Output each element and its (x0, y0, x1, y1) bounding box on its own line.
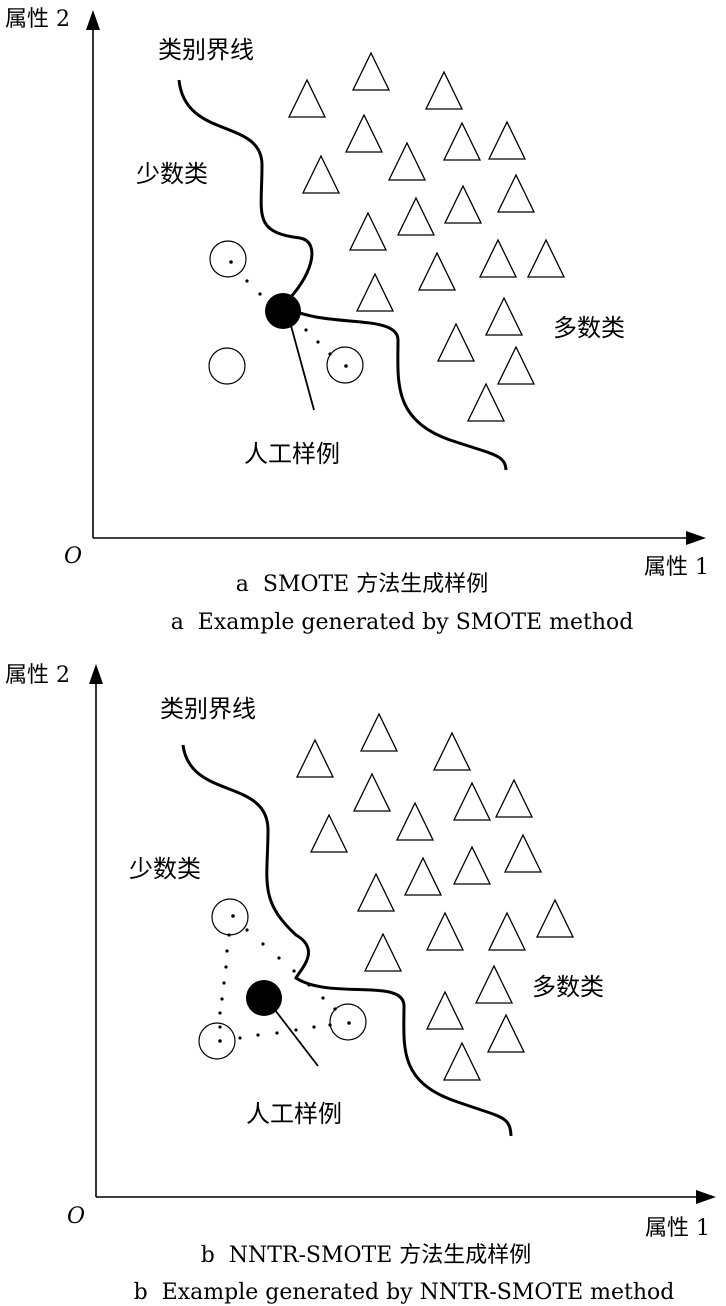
majority-triangle (396, 196, 436, 236)
panel-b-majority-triangles (295, 712, 575, 1081)
panel-a: 属性 2 属性 1 O (5, 7, 709, 635)
minority-sample-center (231, 914, 235, 918)
panel-b-interpolation-region (218, 928, 337, 1040)
majority-triangle (352, 772, 392, 812)
minority-sample-center (229, 260, 233, 264)
majority-triangle (432, 731, 472, 771)
panel-a-synthetic-pointer (289, 321, 315, 411)
panel-b-boundary-label: 类别界线 (160, 695, 256, 723)
panel-a-boundary-label: 类别界线 (158, 36, 254, 64)
panel-b-class-boundary (181, 744, 513, 1137)
minority-sample-center (218, 1039, 222, 1043)
panel-b-synthetic-label: 人工样例 (246, 1100, 342, 1128)
majority-triangle (356, 872, 396, 912)
panel-b-minority-label: 少数类 (129, 855, 201, 883)
majority-triangle (359, 712, 399, 752)
majority-triangle (287, 78, 327, 118)
majority-triangle (452, 781, 492, 821)
panel-b-x-axis-arrow-icon (696, 1190, 716, 1204)
majority-triangle (442, 121, 482, 161)
majority-triangle (387, 141, 427, 181)
panel-a-majority-triangles (287, 51, 566, 422)
panel-a-y-axis-arrow-icon (86, 10, 100, 30)
majority-triangle (436, 322, 476, 362)
panel-a-synthetic-sample (265, 293, 301, 329)
majority-triangle (442, 1041, 482, 1081)
panel-b-synthetic-pointer (274, 1009, 319, 1067)
panel-a-x-axis-arrow-icon (686, 531, 706, 545)
minority-sample (208, 347, 246, 385)
minority-sample (211, 898, 249, 936)
majority-triangle (487, 911, 527, 951)
majority-triangle (403, 856, 443, 896)
majority-triangle (425, 990, 465, 1030)
majority-triangle (496, 173, 536, 213)
panel-b-origin-label: O (67, 1204, 85, 1229)
panel-b-majority-label: 多数类 (532, 973, 604, 1001)
majority-triangle (474, 964, 514, 1004)
panel-b-caption-cn: b NNTR-SMOTE 方法生成样例 (201, 1243, 532, 1268)
panel-a-caption-cn: a SMOTE 方法生成样例 (236, 572, 488, 597)
panel-b: 属性 2 属性 1 O (5, 663, 716, 1305)
minority-sample-center (344, 364, 348, 368)
panel-b-synthetic-sample (246, 980, 282, 1016)
panel-a-interpolation-line (245, 279, 332, 356)
majority-triangle (487, 120, 527, 160)
majority-triangle (424, 70, 464, 110)
majority-triangle (535, 898, 575, 938)
majority-triangle (395, 801, 435, 841)
majority-triangle (494, 778, 534, 818)
majority-triangle (309, 813, 349, 853)
majority-triangle (443, 184, 483, 224)
panel-a-x-axis-label: 属性 1 (644, 555, 709, 580)
majority-triangle (351, 51, 391, 91)
majority-triangle (301, 154, 341, 194)
majority-triangle (486, 1013, 526, 1053)
majority-triangle (478, 238, 518, 278)
majority-triangle (526, 238, 566, 278)
minority-sample-center (347, 1021, 351, 1025)
majority-triangle (425, 911, 465, 951)
majority-triangle (295, 738, 335, 778)
majority-triangle (503, 833, 543, 873)
majority-triangle (344, 113, 384, 153)
panel-a-majority-label: 多数类 (553, 314, 625, 342)
panel-a-minority-label: 少数类 (136, 160, 208, 188)
panel-b-y-axis-arrow-icon (89, 664, 103, 684)
panel-b-y-axis-label: 属性 2 (5, 663, 70, 688)
panel-b-caption-en: b Example generated by NNTR-SMOTE method (134, 1280, 675, 1305)
minority-sample (209, 240, 247, 278)
majority-triangle (466, 382, 506, 422)
majority-triangle (496, 345, 536, 385)
minority-sample (198, 1022, 236, 1060)
panel-a-caption-en: a Example generated by SMOTE method (171, 610, 634, 635)
majority-triangle (484, 296, 524, 336)
majority-triangle (363, 932, 403, 972)
panel-a-synthetic-label: 人工样例 (244, 440, 340, 468)
majority-triangle (417, 251, 457, 291)
panel-b-minority-samples (198, 898, 367, 1060)
panel-a-origin-label: O (64, 544, 82, 569)
majority-triangle (355, 272, 395, 312)
majority-triangle (348, 211, 388, 251)
panel-a-minority-samples (208, 240, 364, 385)
majority-triangle (452, 845, 492, 885)
panel-b-x-axis-label: 属性 1 (645, 1216, 710, 1241)
panel-a-y-axis-label: 属性 2 (5, 7, 70, 32)
